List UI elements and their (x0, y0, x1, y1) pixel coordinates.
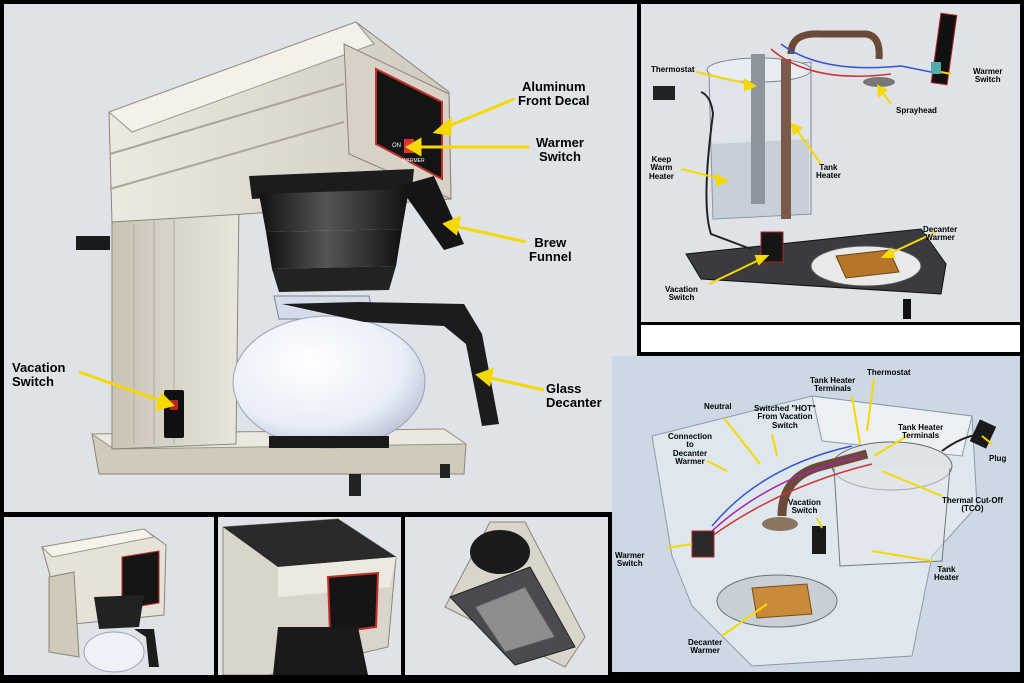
label-thermostat: Thermostat (867, 368, 911, 377)
label-thermostat: Thermostat (651, 65, 695, 74)
wiring-illustration (651, 377, 997, 667)
blank-strip (641, 325, 1020, 352)
thumbnail-underside-view (405, 517, 608, 675)
switch-on-text: ON (392, 143, 401, 149)
label-thermal-cutoff: Thermal Cut-Off(TCO) (942, 496, 1003, 514)
switch-warmer-text: WARMER (402, 158, 425, 164)
brewer-illustration: ON WARMER (76, 21, 545, 496)
thumbnail-front-view (4, 517, 214, 675)
label-neutral: Neutral (704, 402, 732, 411)
internal-components-illustration (653, 12, 958, 319)
label-sprayhead: Sprayhead (896, 106, 937, 115)
label-plug: Plug (989, 454, 1007, 463)
thumbnail-angled-view (218, 517, 401, 675)
